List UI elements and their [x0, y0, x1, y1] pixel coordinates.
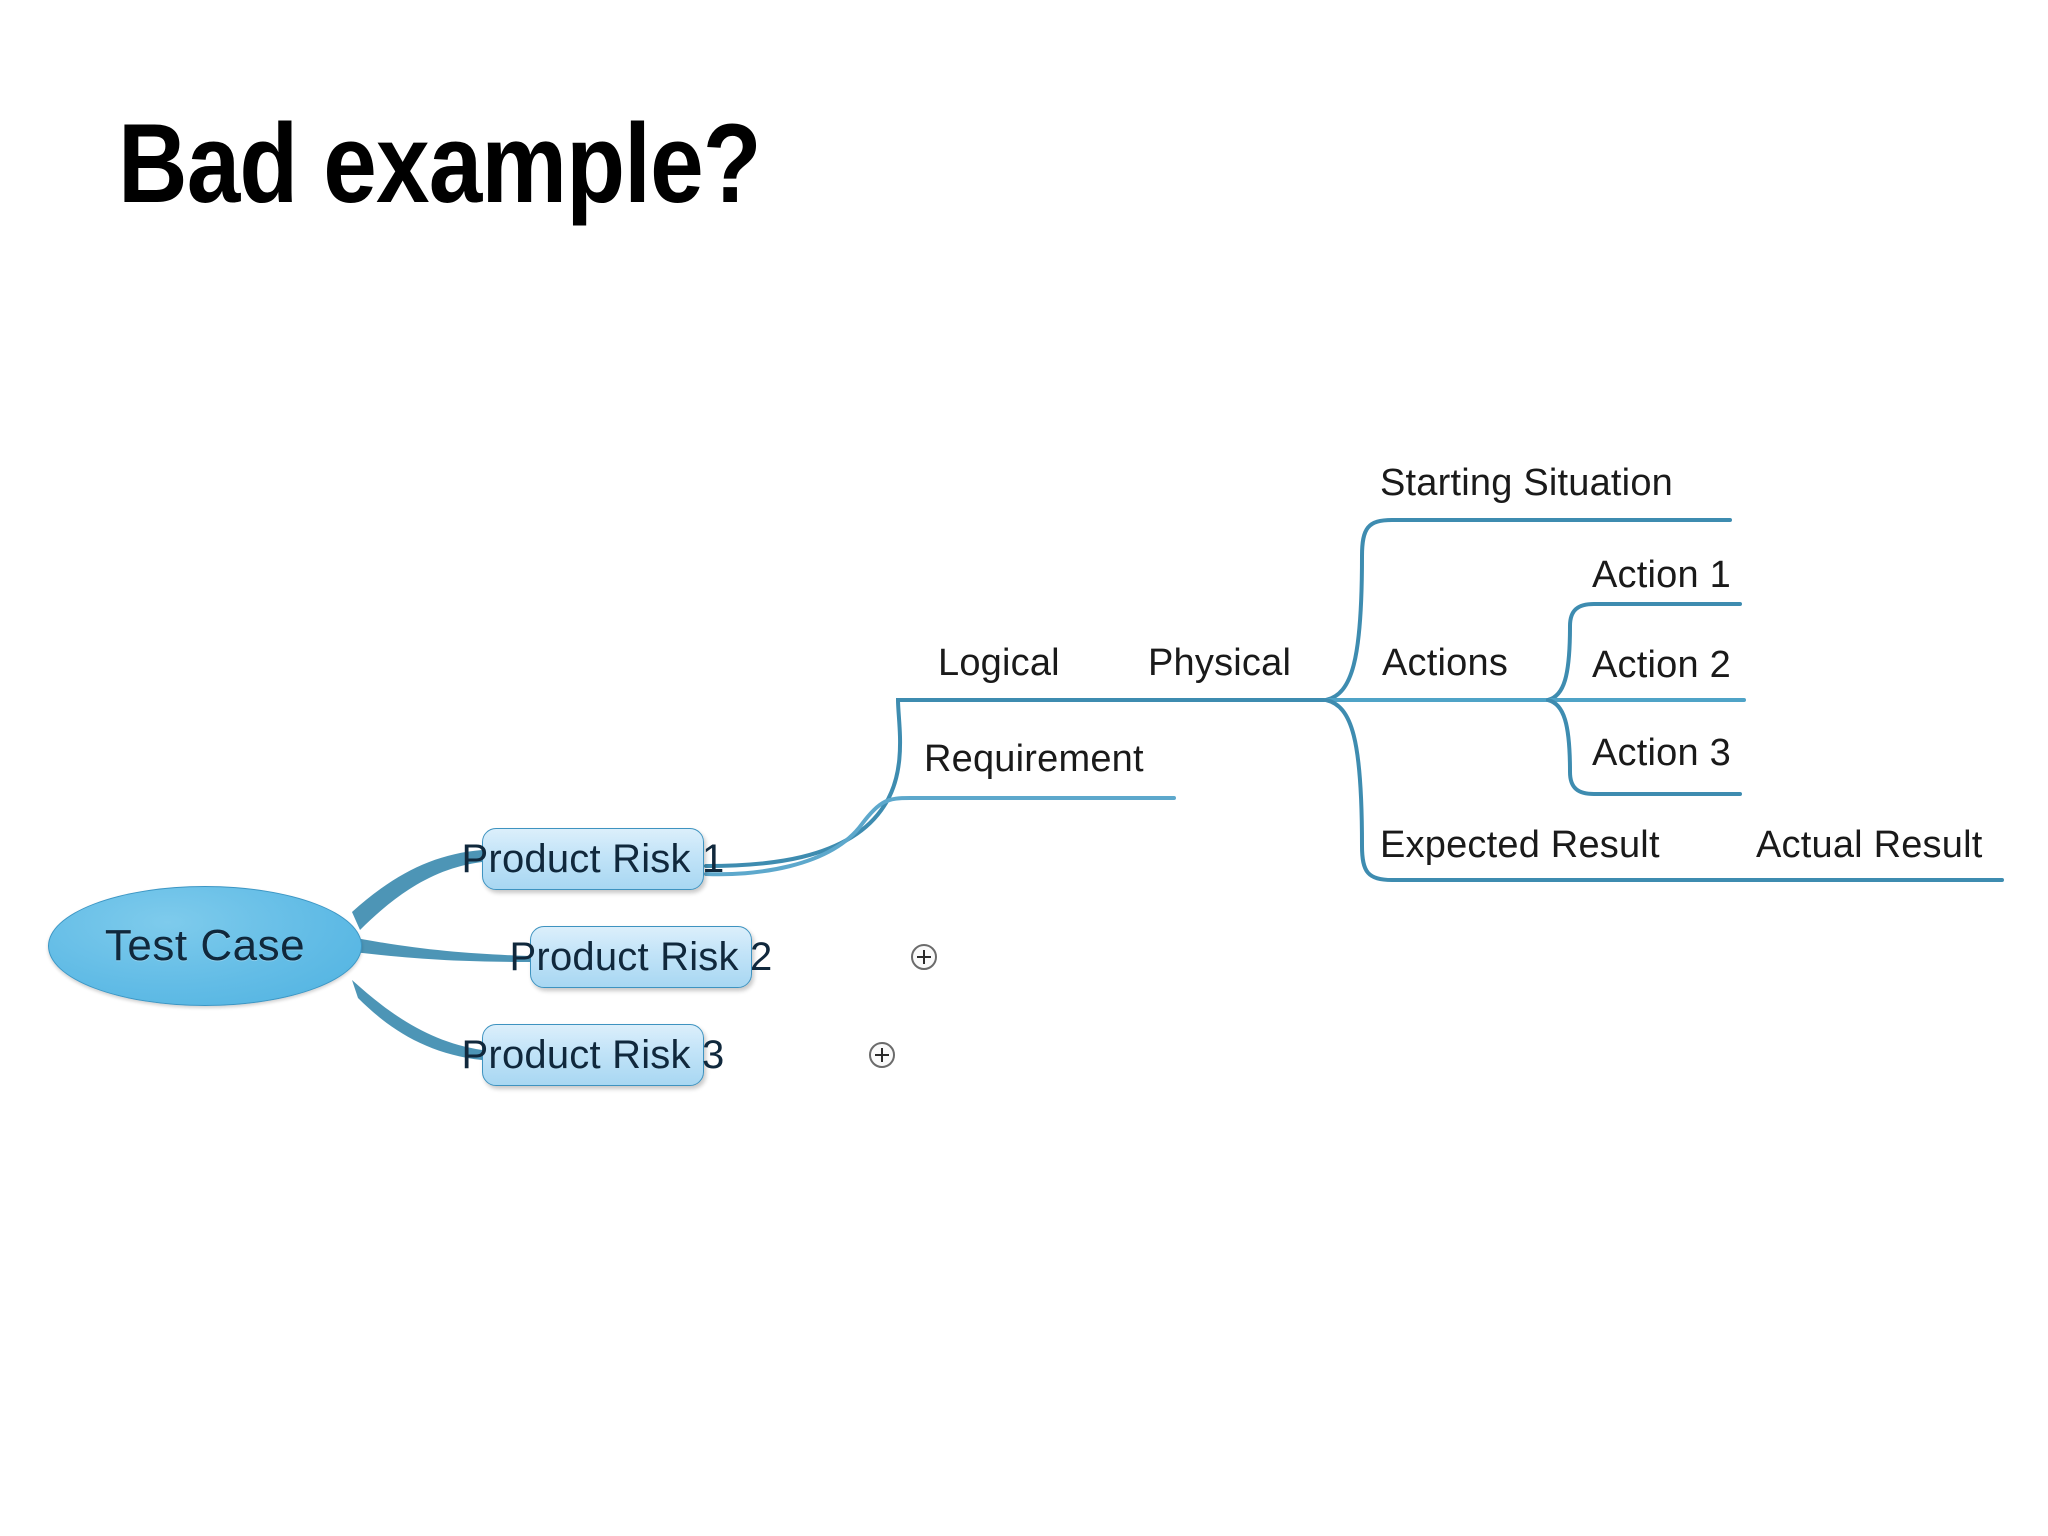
mindmap-branch-actual-result[interactable]: Actual Result	[1756, 824, 1983, 866]
mindmap-node-product-risk-2[interactable]: Product Risk 2	[510, 926, 772, 988]
mindmap-node-label: Product Risk 3	[461, 1032, 725, 1077]
mindmap-node-label: Product Risk 1	[461, 836, 725, 881]
mindmap-branch-action-2[interactable]: Action 2	[1592, 644, 1731, 686]
mindmap-root-node[interactable]: Test Case	[48, 886, 362, 1006]
mindmap-branch-actions[interactable]: Actions	[1382, 642, 1509, 684]
connector-root-to-risk-2	[354, 938, 530, 962]
mindmap-node-label: Product Risk 2	[509, 934, 773, 979]
mindmap-branch-physical[interactable]: Physical	[1148, 642, 1292, 684]
mindmap-node-product-risk-1[interactable]: Product Risk 1	[462, 828, 724, 890]
connector-risk1-to-logical	[704, 698, 1266, 868]
mindmap-branch-action-3[interactable]: Action 3	[1592, 732, 1731, 774]
mindmap-branch-requirement[interactable]: Requirement	[924, 738, 1144, 780]
mindmap-node-product-risk-3[interactable]: Product Risk 3	[462, 1024, 724, 1086]
connector-risk1-to-requirement	[704, 796, 1176, 877]
mindmap-branch-logical[interactable]: Logical	[938, 642, 1060, 684]
page-title: Bad example?	[118, 101, 762, 226]
mindmap-root-label: Test Case	[104, 921, 306, 970]
plus-circle-icon[interactable]	[869, 1042, 895, 1068]
mindmap-branch-starting-situation[interactable]: Starting Situation	[1380, 462, 1673, 504]
mindmap-branch-action-1[interactable]: Action 1	[1592, 554, 1731, 596]
mindmap-branch-expected-result[interactable]: Expected Result	[1380, 824, 1660, 866]
plus-circle-icon[interactable]	[911, 944, 937, 970]
